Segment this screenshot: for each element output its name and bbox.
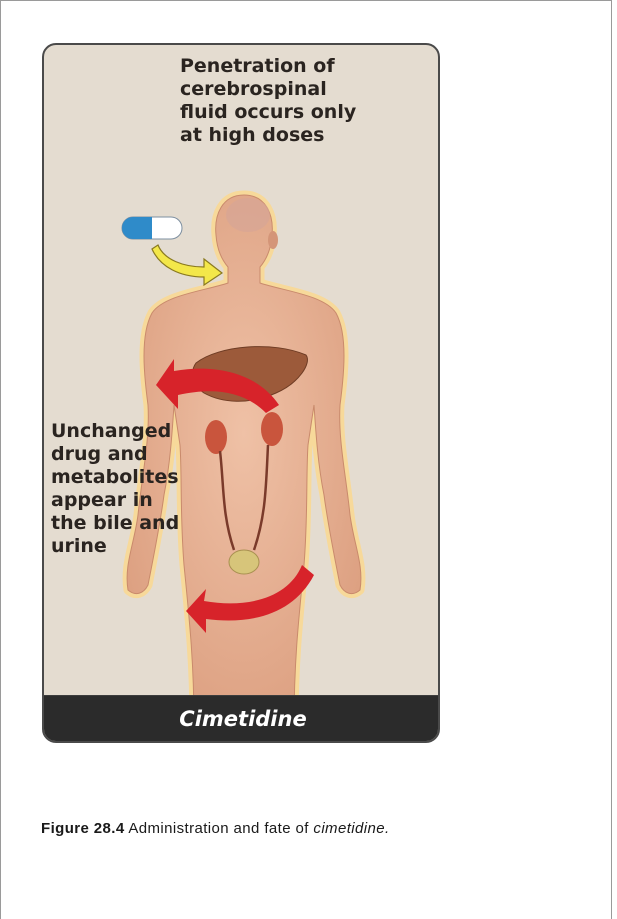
caption-text: Administration and fate of [125, 820, 314, 837]
drug-name: Cimetidine [179, 707, 306, 731]
kidney-icon [261, 412, 283, 446]
yellow-arrow-icon [152, 245, 222, 285]
figure-number: Figure 28.4 [41, 820, 125, 837]
bladder-icon [229, 550, 259, 574]
kidney-icon [205, 420, 227, 454]
figure-panel: Penetration of cerebrospinal fluid occur… [42, 43, 440, 743]
figure-caption: Figure 28.4 Administration and fate of c… [41, 820, 611, 837]
excretion-label: Unchanged drug and metabolites appear in… [51, 420, 179, 558]
caption-drug: cimetidine. [313, 820, 389, 837]
capsule-icon [122, 217, 182, 239]
cerebrospinal-penetration-label: Penetration of cerebrospinal fluid occur… [180, 55, 356, 147]
diagram-illustration [44, 45, 440, 743]
drug-name-bar: Cimetidine [44, 695, 440, 741]
